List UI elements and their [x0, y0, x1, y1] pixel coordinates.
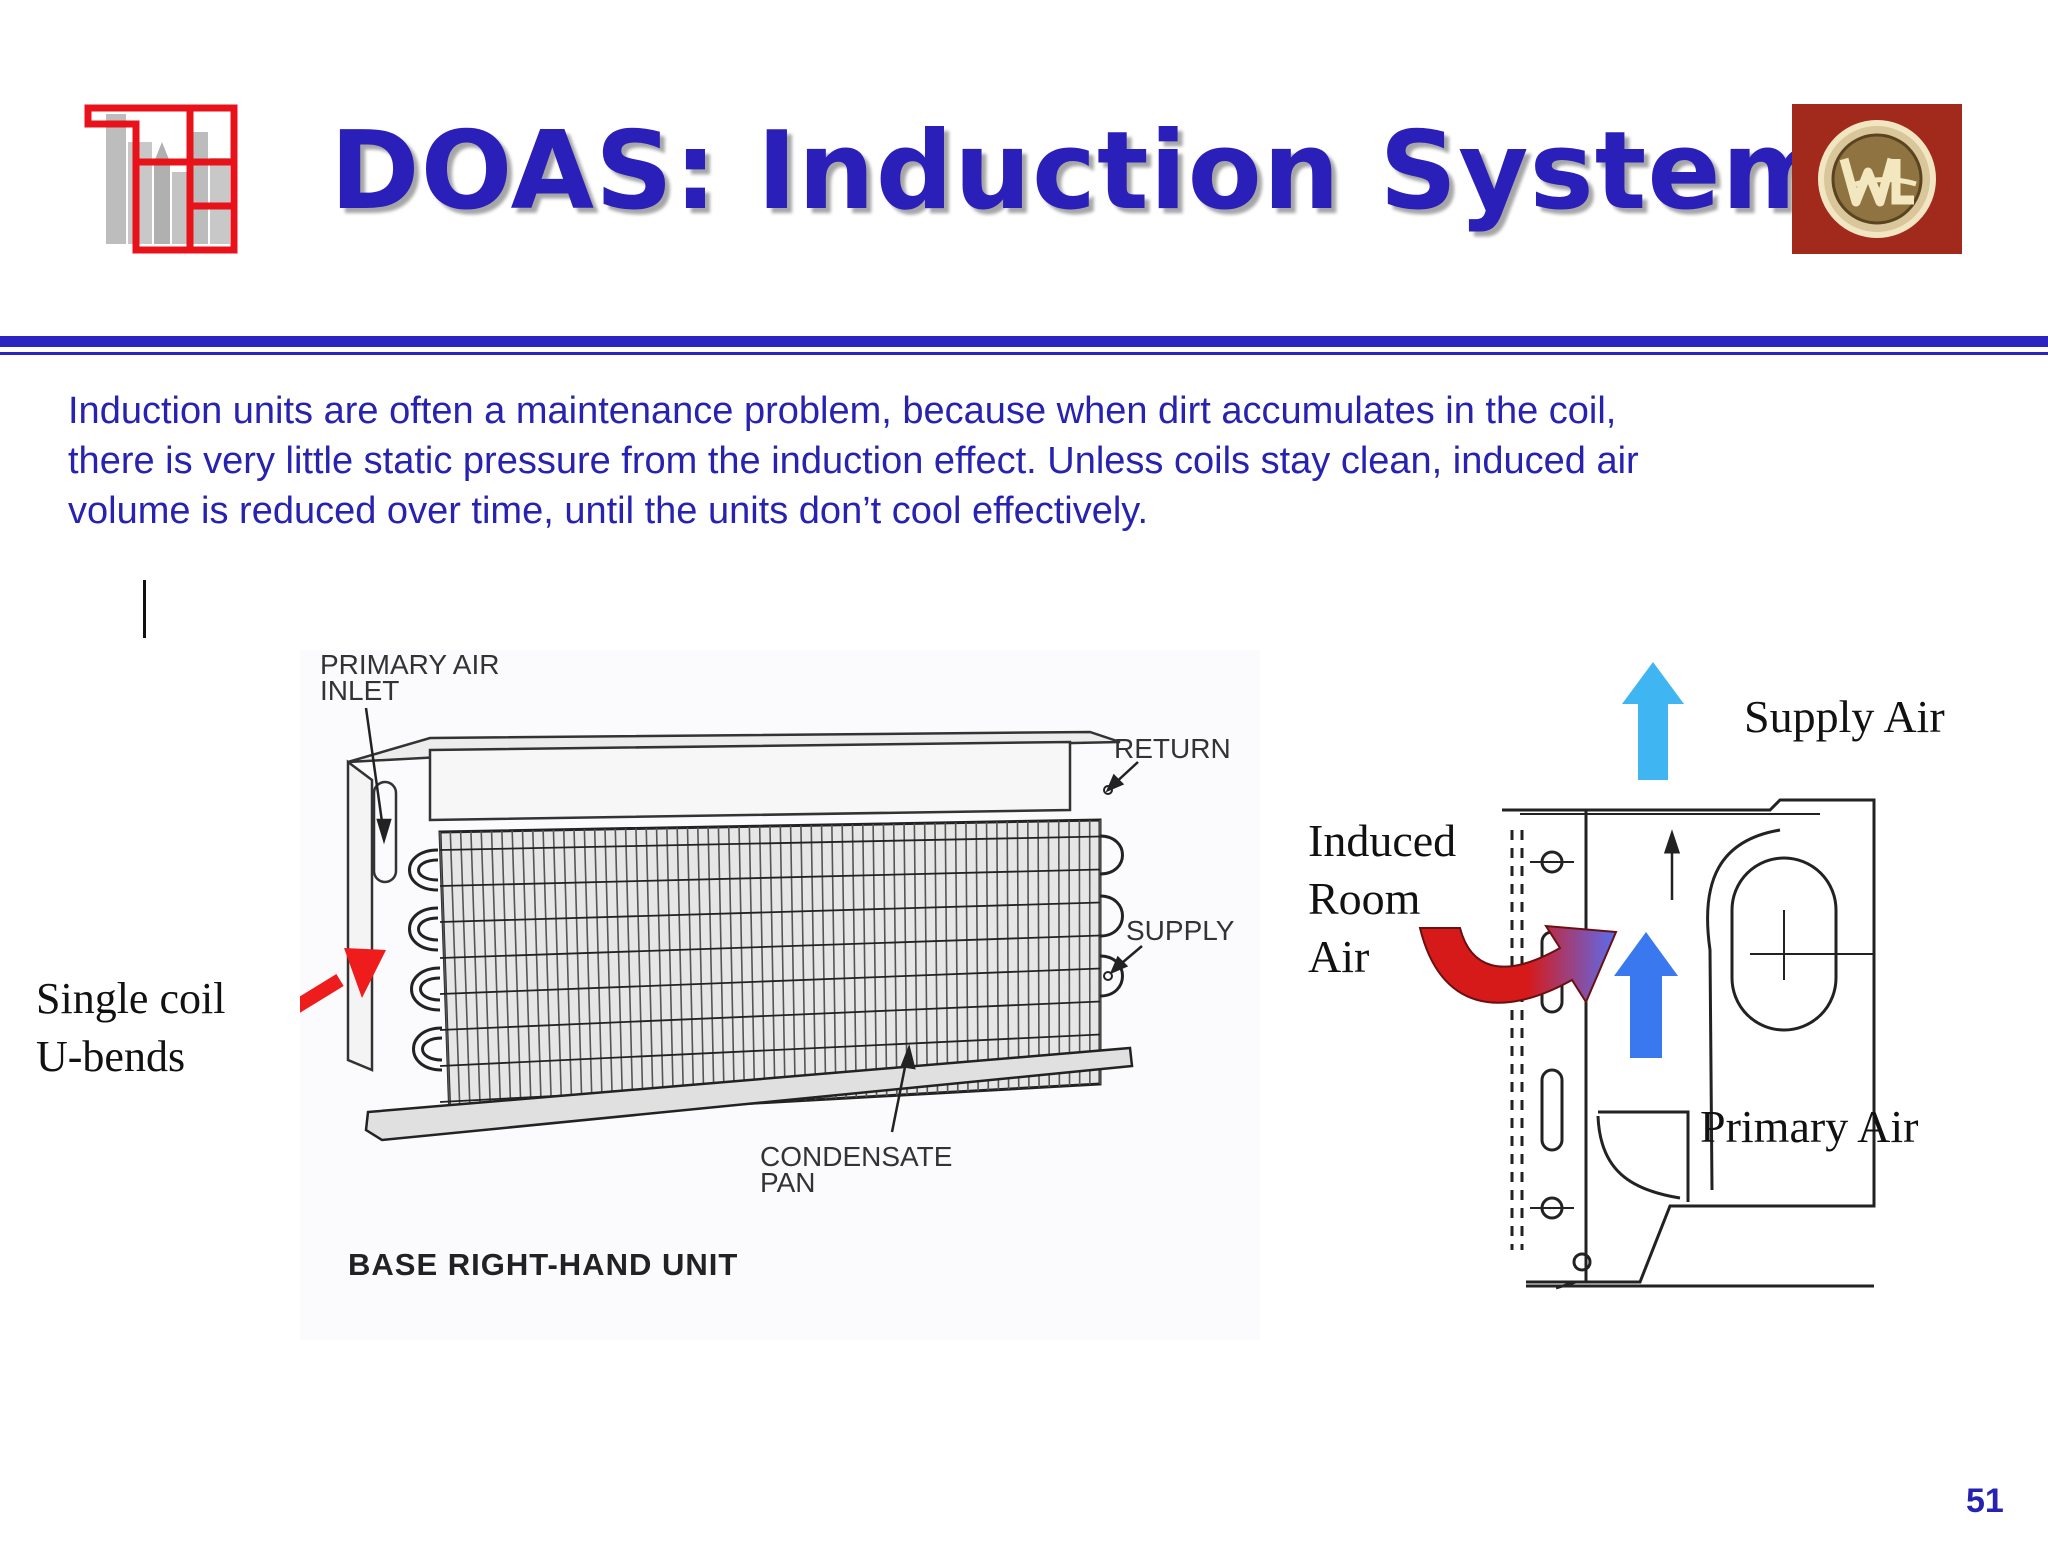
label-supply: SUPPLY	[1126, 915, 1235, 946]
label-return: RETURN	[1114, 733, 1231, 764]
page-title: DOAS: Induction Systems	[330, 109, 1901, 234]
text-cursor	[143, 580, 146, 638]
label-condensate-pan: CONDENSATE PAN	[760, 1141, 953, 1198]
induced-air-arrow	[1418, 924, 1618, 1005]
label-primary-air-inlet: PRIMARY AIR INLET	[320, 649, 500, 706]
callout-label: Single coil U-bends	[36, 974, 226, 1081]
primary-air-arrow	[1614, 932, 1678, 1058]
label-primary-air: Primary Air	[1700, 1101, 1919, 1152]
label-supply-air: Supply Air	[1744, 691, 1945, 742]
body-line-3: volume is reduced over time, until the u…	[68, 490, 1149, 532]
badge-logo	[1792, 104, 1962, 254]
diagram-caption: BASE RIGHT-HAND UNIT	[348, 1247, 739, 1282]
body-line-1: Induction units are often a maintenance …	[68, 390, 1617, 432]
body-line-2: there is very little static pressure fro…	[68, 440, 1639, 482]
body-text: Induction units are often a maintenance …	[68, 386, 1968, 536]
callout-arrow	[300, 948, 386, 1013]
header-rule-thick	[0, 336, 2048, 347]
supply-air-arrow	[1622, 662, 1684, 780]
airflow-diagram	[1300, 650, 2020, 1310]
company-logo	[84, 104, 238, 254]
induction-unit-diagram	[300, 650, 1260, 1340]
label-induced-room-air: Induced Room Air	[1308, 815, 1457, 982]
header-rule-thin	[0, 352, 2048, 355]
page-number: 51	[1966, 1482, 2004, 1520]
